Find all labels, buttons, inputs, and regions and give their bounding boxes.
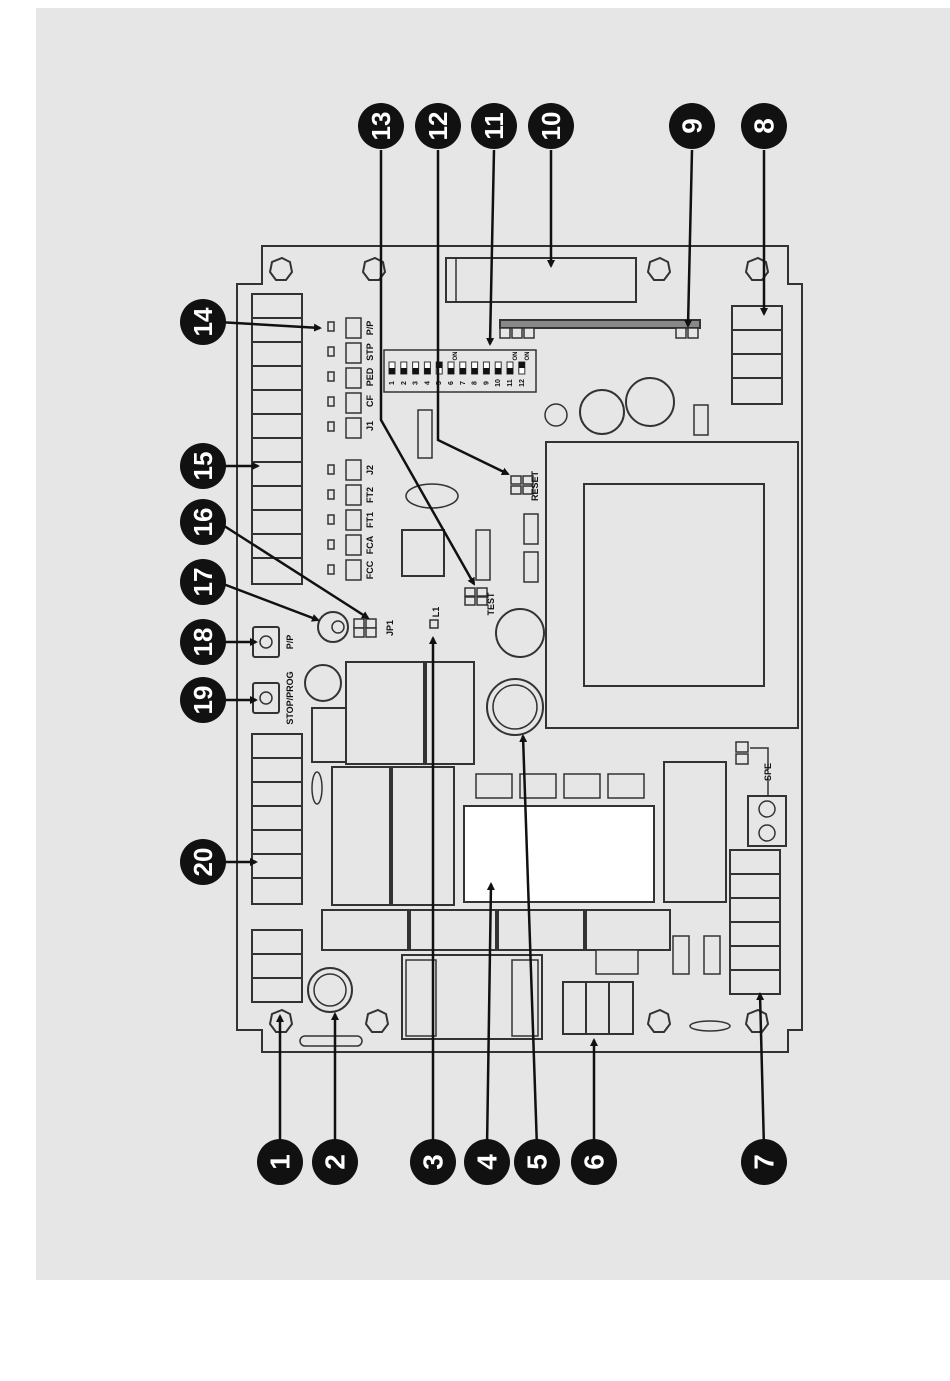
callout-number: 14 bbox=[188, 307, 218, 336]
callout-number: 7 bbox=[749, 1154, 780, 1170]
mounting-hole bbox=[746, 1010, 768, 1032]
display bbox=[464, 806, 654, 902]
dip-switch-number: 8 bbox=[472, 381, 479, 385]
callout-number: 5 bbox=[522, 1154, 553, 1170]
dip-switch-knob bbox=[507, 368, 513, 374]
label-ped: PED bbox=[365, 367, 375, 386]
callout-1: 1 bbox=[257, 1139, 303, 1185]
callout-4: 4 bbox=[464, 1139, 510, 1185]
label-test: TEST bbox=[486, 592, 496, 616]
callout-12: 12 bbox=[415, 103, 461, 149]
dip-switch-knob bbox=[519, 362, 525, 368]
power-supply-terminal-block bbox=[732, 306, 782, 404]
callout-number: 15 bbox=[188, 452, 218, 481]
callout-5: 5 bbox=[514, 1139, 560, 1185]
dip-on-label-3: ON bbox=[525, 352, 531, 361]
callout-16: 16 bbox=[180, 499, 226, 545]
callout-17: 17 bbox=[180, 559, 226, 605]
callout-7: 7 bbox=[741, 1139, 787, 1185]
dip-switch-knob bbox=[413, 368, 419, 374]
label-fcc: FCC bbox=[365, 560, 375, 579]
output-terminal-block bbox=[252, 734, 302, 904]
callout-number: 17 bbox=[188, 568, 218, 597]
dip-switch-number: 4 bbox=[424, 381, 431, 385]
dip-switch-number: 3 bbox=[413, 381, 420, 385]
callout-18: 18 bbox=[180, 619, 226, 665]
callout-15: 15 bbox=[180, 443, 226, 489]
mounting-hole bbox=[648, 258, 670, 280]
label-pp-button: P/P bbox=[285, 635, 295, 650]
label-j1: J1 bbox=[365, 421, 375, 431]
callout-10: 10 bbox=[528, 103, 574, 149]
dip-switch-number: 6 bbox=[448, 381, 455, 385]
dip-switch-number: 12 bbox=[519, 379, 526, 387]
callout-number: 4 bbox=[472, 1154, 503, 1170]
callout-number: 2 bbox=[320, 1154, 351, 1170]
callout-number: 6 bbox=[579, 1154, 610, 1170]
callout-14: 14 bbox=[180, 299, 226, 345]
dip-on-label-2: ON bbox=[513, 352, 519, 361]
label-stop-prog: STOP/PROG bbox=[285, 671, 295, 724]
power-terminal-block bbox=[252, 930, 302, 1002]
callout-20: 20 bbox=[180, 839, 226, 885]
mounting-hole bbox=[270, 258, 292, 280]
label-cf: CF bbox=[365, 395, 375, 407]
callout-8: 8 bbox=[741, 103, 787, 149]
callout-2: 2 bbox=[312, 1139, 358, 1185]
callout-number: 19 bbox=[188, 686, 218, 715]
callout-number: 13 bbox=[366, 112, 396, 141]
dip-switch-knob bbox=[448, 368, 454, 374]
dip-switch-knob bbox=[472, 368, 478, 374]
label-j2: J2 bbox=[365, 465, 375, 475]
callout-13: 13 bbox=[358, 103, 404, 149]
label-spe: SPE bbox=[763, 763, 773, 781]
label-ft2: FT2 bbox=[365, 487, 375, 503]
label-reset: RESET bbox=[530, 470, 540, 501]
dip-on-label-1: ON bbox=[453, 352, 459, 361]
callout-19: 19 bbox=[180, 677, 226, 723]
label-stp: STP bbox=[365, 343, 375, 361]
dip-switch-knob bbox=[424, 368, 430, 374]
expansion-connector bbox=[446, 258, 636, 302]
callout-number: 18 bbox=[188, 628, 218, 657]
callout-number: 11 bbox=[479, 112, 509, 140]
callout-number: 8 bbox=[749, 118, 780, 134]
label-pp-top: P/P bbox=[365, 321, 375, 336]
callout-3: 3 bbox=[410, 1139, 456, 1185]
dip-switch-knob bbox=[389, 368, 395, 374]
label-l1: L1 bbox=[431, 607, 441, 618]
dip-switch-knob bbox=[401, 368, 407, 374]
callout-11: 11 bbox=[471, 103, 517, 149]
label-fca: FCA bbox=[365, 535, 375, 554]
mounting-hole bbox=[648, 1010, 670, 1032]
label-ft1: FT1 bbox=[365, 512, 375, 528]
dip-switch-number: 10 bbox=[495, 379, 502, 387]
dip-switch-knob bbox=[483, 368, 489, 374]
callout-number: 9 bbox=[677, 118, 708, 134]
callout-9: 9 bbox=[669, 103, 715, 149]
dip-switch-number: 11 bbox=[507, 379, 514, 387]
input-terminal-block bbox=[252, 294, 302, 584]
dip-switch-knob bbox=[460, 368, 466, 374]
callout-number: 16 bbox=[188, 508, 218, 537]
dip-switch-number: 1 bbox=[389, 381, 396, 385]
callout-number: 20 bbox=[188, 848, 218, 877]
dip-switch-number: 7 bbox=[460, 381, 467, 385]
dip-switch-number: 2 bbox=[401, 381, 408, 385]
mounting-hole bbox=[366, 1010, 388, 1032]
label-jp1: JP1 bbox=[385, 620, 395, 636]
callout-number: 12 bbox=[423, 112, 453, 141]
dip-switch-knob bbox=[495, 368, 501, 374]
accessory-terminal-block bbox=[730, 850, 780, 994]
dip-switch-number: 9 bbox=[483, 381, 490, 385]
motor-terminal-block bbox=[563, 982, 633, 1034]
callout-number: 1 bbox=[265, 1154, 296, 1170]
callout-6: 6 bbox=[571, 1139, 617, 1185]
callout-number: 10 bbox=[536, 112, 566, 141]
callout-number: 3 bbox=[418, 1154, 449, 1170]
